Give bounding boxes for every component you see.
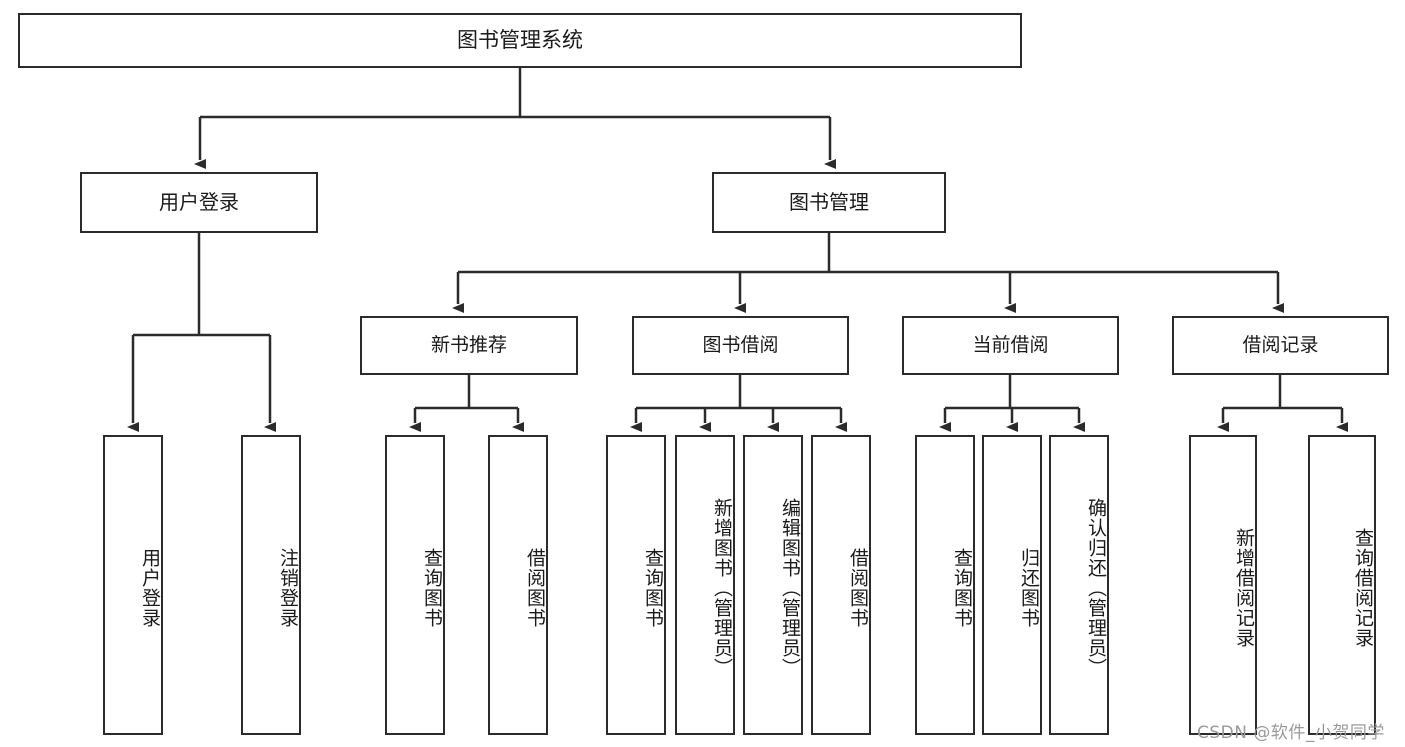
- leaf-query-book-3[interactable]: 查询图书: [915, 435, 975, 735]
- csdn-watermark: CSDN @软件_小贺同学: [1197, 723, 1385, 743]
- node-book-borrow[interactable]: 图书借阅: [632, 316, 849, 375]
- leaf-confirm-return[interactable]: 确认归还（管理员）: [1049, 435, 1109, 735]
- leaf-borrow-book-1-label: 借阅图书: [524, 548, 546, 628]
- leaf-query-book-1-label: 查询图书: [421, 548, 443, 628]
- leaf-user-logout-label: 注销登录: [277, 548, 299, 628]
- node-book-mgmt-label: 图书管理: [789, 190, 869, 215]
- leaf-user-login[interactable]: 用户登录: [103, 435, 163, 735]
- leaf-add-book-label: 新增图书（管理员）: [711, 498, 733, 678]
- node-book-borrow-label: 图书借阅: [702, 333, 779, 356]
- node-user-login-label: 用户登录: [159, 190, 239, 215]
- leaf-query-book-2[interactable]: 查询图书: [606, 435, 666, 735]
- leaf-add-record[interactable]: 新增借阅记录: [1189, 435, 1257, 735]
- node-new-book-rec-label: 新书推荐: [430, 333, 507, 356]
- node-borrow-record-label: 借阅记录: [1242, 333, 1319, 356]
- leaf-edit-book-label: 编辑图书（管理员）: [779, 498, 801, 678]
- node-user-login[interactable]: 用户登录: [80, 172, 318, 233]
- leaf-query-book-2-label: 查询图书: [642, 548, 664, 628]
- node-borrow-record[interactable]: 借阅记录: [1172, 316, 1389, 375]
- leaf-edit-book[interactable]: 编辑图书（管理员）: [743, 435, 803, 735]
- leaf-add-book[interactable]: 新增图书（管理员）: [675, 435, 735, 735]
- node-current-borrow-label: 当前借阅: [972, 333, 1049, 356]
- node-new-book-rec[interactable]: 新书推荐: [360, 316, 578, 375]
- leaf-query-record[interactable]: 查询借阅记录: [1308, 435, 1376, 735]
- leaf-borrow-book-1[interactable]: 借阅图书: [488, 435, 548, 735]
- leaf-user-logout[interactable]: 注销登录: [241, 435, 301, 735]
- leaf-return-book-label: 归还图书: [1018, 548, 1040, 628]
- leaf-user-login-label: 用户登录: [139, 548, 161, 628]
- leaf-add-record-label: 新增借阅记录: [1233, 528, 1255, 648]
- leaf-query-book-3-label: 查询图书: [951, 548, 973, 628]
- node-root[interactable]: 图书管理系统: [18, 13, 1022, 68]
- node-root-label: 图书管理系统: [457, 27, 583, 52]
- leaf-query-book-1[interactable]: 查询图书: [385, 435, 445, 735]
- leaf-query-record-label: 查询借阅记录: [1352, 528, 1374, 648]
- leaf-borrow-book-2[interactable]: 借阅图书: [811, 435, 871, 735]
- node-current-borrow[interactable]: 当前借阅: [902, 316, 1119, 375]
- leaf-return-book[interactable]: 归还图书: [982, 435, 1042, 735]
- leaf-borrow-book-2-label: 借阅图书: [847, 548, 869, 628]
- leaf-confirm-return-label: 确认归还（管理员）: [1085, 498, 1107, 678]
- node-book-mgmt[interactable]: 图书管理: [712, 172, 946, 233]
